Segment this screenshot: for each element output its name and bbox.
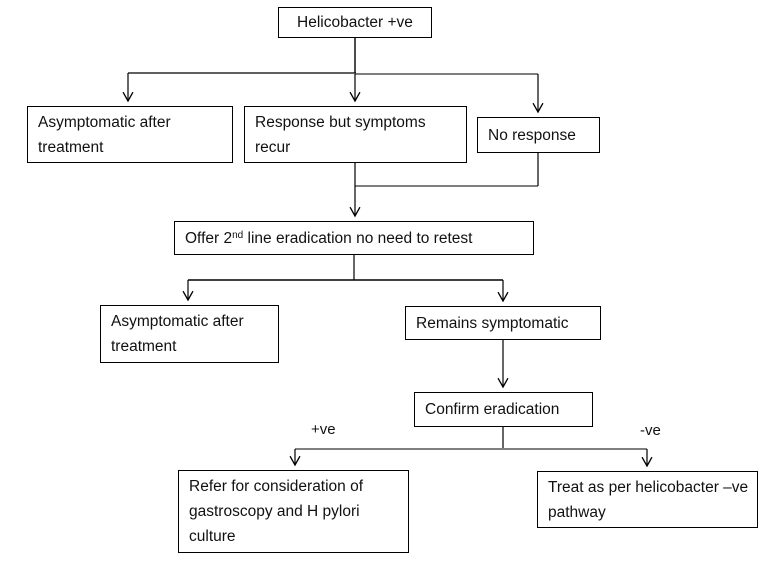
node-treat-negative-pathway: Treat as per helicobacter –ve pathway: [537, 471, 758, 528]
edge-label-negative: -ve: [640, 422, 661, 439]
node-response-but-symptoms-recur-label: Response but symptoms recur: [255, 113, 426, 156]
edge-label-positive: +ve: [311, 421, 336, 438]
node-refer-gastroscopy-culture: Refer for consideration of gastroscopy a…: [178, 470, 409, 553]
node-asymptomatic-after-treatment-1-label: Asymptomatic after treatment: [38, 113, 171, 156]
node-remains-symptomatic: Remains symptomatic: [405, 306, 601, 340]
node-treat-negative-pathway-label: Treat as per helicobacter –ve pathway: [548, 478, 749, 521]
node-no-response-label: No response: [488, 126, 576, 144]
node-refer-gastroscopy-culture-label: Refer for consideration of gastroscopy a…: [189, 478, 364, 545]
node-response-but-symptoms-recur: Response but symptoms recur: [244, 106, 467, 163]
node-confirm-eradication: Confirm eradication: [414, 392, 593, 427]
node-asymptomatic-after-treatment-2-label: Asymptomatic after treatment: [111, 313, 244, 355]
node-helicobacter-positive-label: Helicobacter +ve: [297, 14, 413, 31]
node-asymptomatic-after-treatment-2: Asymptomatic after treatment: [100, 305, 279, 363]
node-offer-second-line-eradication-label: Offer 2nd line eradication no need to re…: [185, 226, 472, 251]
node-confirm-eradication-label: Confirm eradication: [425, 401, 560, 418]
node-helicobacter-positive: Helicobacter +ve: [278, 7, 432, 38]
node-asymptomatic-after-treatment-1: Asymptomatic after treatment: [27, 106, 233, 163]
node-offer-second-line-eradication: Offer 2nd line eradication no need to re…: [174, 221, 534, 255]
node-no-response: No response: [477, 117, 600, 153]
second-line-suffix: line eradication no need to retest: [243, 229, 473, 247]
second-line-superscript: nd: [232, 229, 244, 241]
node-remains-symptomatic-label: Remains symptomatic: [416, 314, 569, 332]
second-line-prefix: Offer 2: [185, 229, 233, 247]
